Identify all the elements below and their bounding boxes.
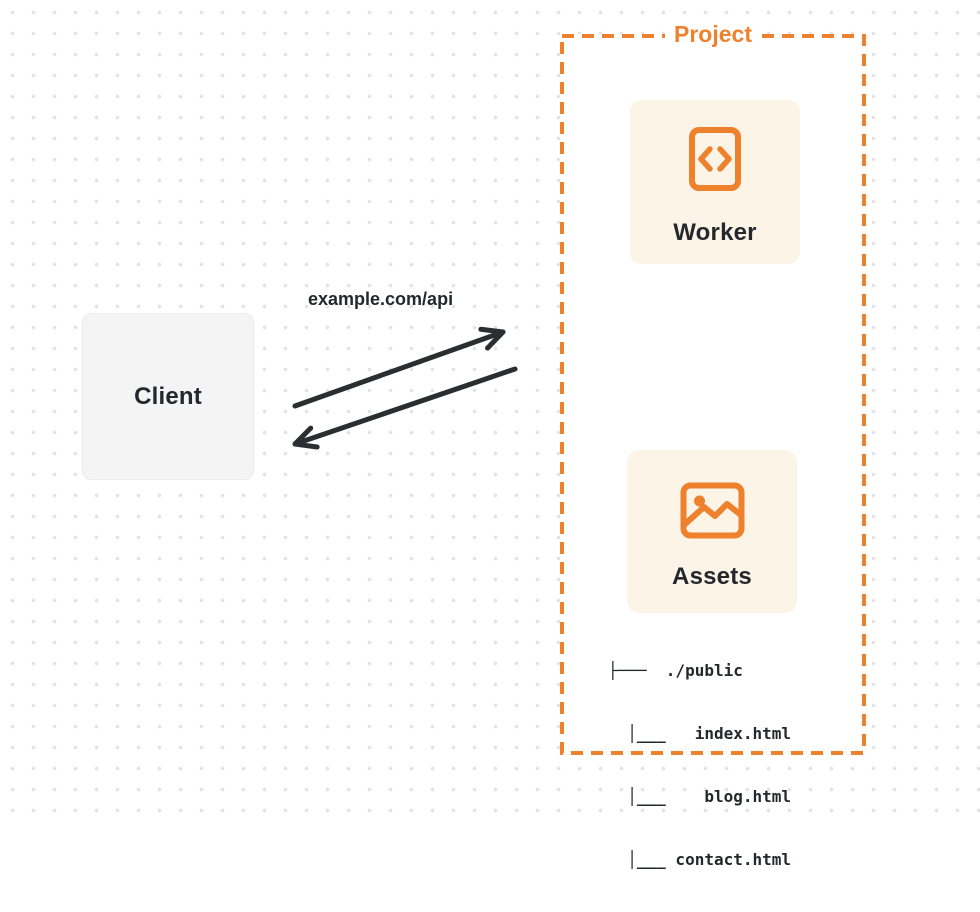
client-label: Client [134,382,202,410]
code-icon [689,127,741,191]
assets-node: Assets [627,450,797,613]
diagram-canvas: Client example.com/api Project Worker As… [0,0,980,869]
assets-label: Assets [672,563,752,590]
request-url-label: example.com/api [308,289,454,309]
request-arrow-line [292,326,506,409]
file-tree-line: │___ index.html [608,724,792,743]
worker-node: Worker [630,100,800,264]
file-tree-line: ├─── ./public [608,661,743,680]
client-node: Client [82,313,254,480]
project-label: Project [665,21,761,48]
file-tree-line: │___ blog.html [608,787,792,806]
response-arrow-line [292,366,518,450]
file-tree: ├─── ./public │___ index.html │___ blog.… [608,618,791,912]
file-tree-line: │___ contact.html [608,850,792,869]
image-icon [680,482,744,539]
project-container: Project Worker Assets ├─── ./public │___… [560,21,866,869]
worker-label: Worker [673,219,757,246]
